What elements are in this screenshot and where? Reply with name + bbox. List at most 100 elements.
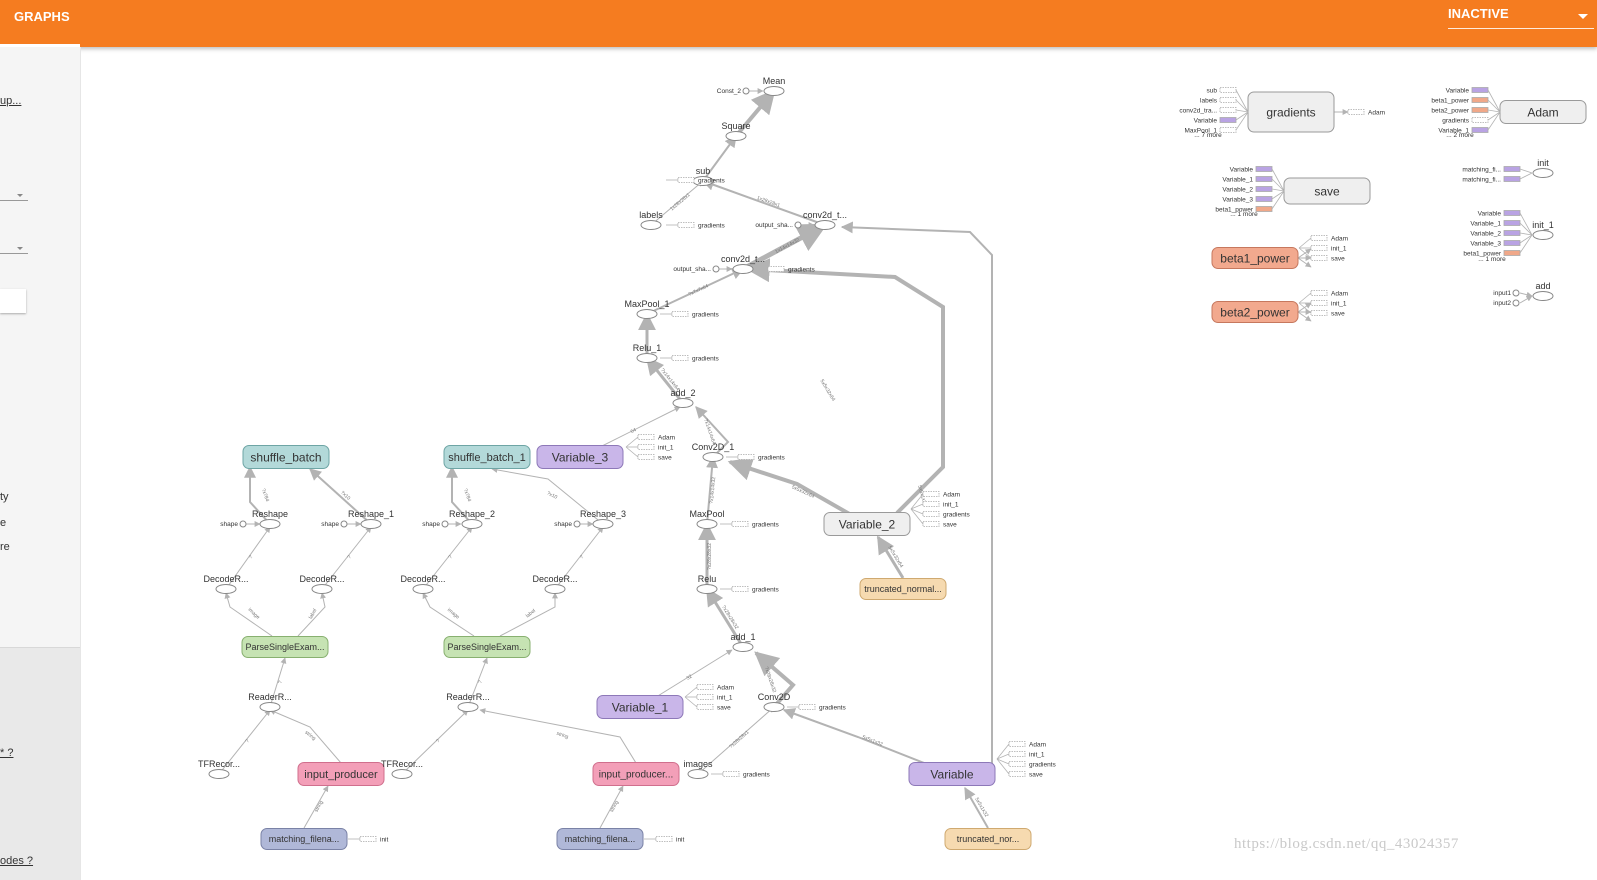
sidebar-help-link[interactable]: * ? bbox=[0, 747, 14, 759]
op-node[interactable]: Relu bbox=[696, 574, 718, 594]
sidebar-upload-link[interactable]: up... bbox=[0, 95, 22, 107]
op-ellipse[interactable] bbox=[461, 519, 483, 529]
matching_filenames_1-node[interactable]: matching_filena... bbox=[556, 828, 644, 850]
op-ellipse[interactable] bbox=[259, 519, 281, 529]
node-box[interactable] bbox=[823, 512, 911, 536]
const-circle[interactable] bbox=[712, 265, 720, 273]
variable_2-node[interactable]: Variable_2 bbox=[823, 512, 911, 536]
const-node[interactable]: Const_2 bbox=[717, 87, 750, 95]
op-node[interactable]: MaxPool bbox=[689, 509, 725, 529]
op-node[interactable]: init bbox=[1532, 158, 1554, 178]
sidebar-button[interactable] bbox=[0, 289, 26, 313]
op-node[interactable]: Reshape bbox=[252, 509, 288, 529]
node-box[interactable] bbox=[944, 828, 1032, 850]
op-ellipse[interactable] bbox=[592, 519, 614, 529]
node-box[interactable] bbox=[556, 828, 644, 850]
const-node[interactable]: shape bbox=[321, 520, 348, 528]
op-ellipse[interactable] bbox=[763, 86, 785, 96]
op-ellipse[interactable] bbox=[360, 519, 382, 529]
op-node[interactable]: add_1 bbox=[730, 632, 756, 652]
input_producer-node[interactable]: input_producer bbox=[297, 762, 385, 786]
const-node[interactable]: shape bbox=[422, 520, 449, 528]
op-ellipse[interactable] bbox=[544, 584, 566, 594]
op-node[interactable]: DecodeR... bbox=[400, 574, 446, 594]
op-node[interactable]: Square bbox=[721, 121, 751, 141]
sidebar-tag-dropdown[interactable] bbox=[0, 253, 28, 254]
input_producer_1-node[interactable]: input_producer... bbox=[592, 762, 680, 786]
const-circle[interactable] bbox=[1512, 299, 1520, 307]
op-ellipse[interactable] bbox=[640, 220, 662, 230]
op-node[interactable]: TFRecor... bbox=[198, 759, 240, 779]
op-node[interactable]: labels bbox=[639, 210, 663, 230]
matching_filenames-node[interactable]: matching_filena... bbox=[260, 828, 348, 850]
sidebar-run-dropdown[interactable] bbox=[0, 200, 28, 201]
op-ellipse[interactable] bbox=[391, 769, 413, 779]
parse_single_example-node[interactable]: ParseSingleExam... bbox=[241, 636, 329, 658]
op-node[interactable]: Mean bbox=[763, 76, 786, 96]
const-circle[interactable] bbox=[573, 520, 581, 528]
const-node[interactable]: shape bbox=[220, 520, 247, 528]
const-circle[interactable] bbox=[742, 87, 750, 95]
node-box[interactable] bbox=[242, 445, 330, 469]
const-circle[interactable] bbox=[239, 520, 247, 528]
tab-graphs[interactable]: GRAPHS bbox=[0, 0, 80, 47]
const-node[interactable]: output_sha... bbox=[755, 221, 802, 229]
op-ellipse[interactable] bbox=[696, 584, 718, 594]
op-node[interactable]: add_2 bbox=[670, 388, 696, 408]
op-node[interactable]: add bbox=[1532, 281, 1554, 301]
op-ellipse[interactable] bbox=[702, 452, 724, 462]
op-ellipse[interactable] bbox=[763, 702, 785, 712]
shuffle_batch_1-node[interactable]: shuffle_batch_1 bbox=[443, 445, 531, 469]
node-box[interactable] bbox=[908, 762, 996, 786]
op-ellipse[interactable] bbox=[732, 264, 754, 274]
op-node[interactable]: Conv2D_1 bbox=[692, 442, 735, 462]
beta2_power-node[interactable]: beta2_power bbox=[1211, 301, 1299, 323]
const-node[interactable]: input2 bbox=[1493, 299, 1520, 307]
const-node[interactable]: shape bbox=[554, 520, 581, 528]
op-ellipse[interactable] bbox=[215, 584, 237, 594]
variable-node[interactable]: Variable bbox=[908, 762, 996, 786]
const-node[interactable]: input1 bbox=[1493, 289, 1520, 297]
op-node[interactable]: Reshape_2 bbox=[449, 509, 495, 529]
op-node[interactable]: Reshape_3 bbox=[580, 509, 626, 529]
node-box[interactable] bbox=[1211, 247, 1299, 269]
truncated_nor-node[interactable]: truncated_nor... bbox=[944, 828, 1032, 850]
run-select-dropdown[interactable]: INACTIVE bbox=[1448, 6, 1594, 29]
op-ellipse[interactable] bbox=[1532, 291, 1554, 301]
op-ellipse[interactable] bbox=[636, 353, 658, 363]
op-node[interactable]: DecodeR... bbox=[203, 574, 249, 594]
op-node[interactable]: images bbox=[683, 759, 713, 779]
op-ellipse[interactable] bbox=[687, 769, 709, 779]
truncated_normal-node[interactable]: truncated_normal... bbox=[859, 578, 947, 600]
const-node[interactable]: output_sha... bbox=[673, 265, 720, 273]
op-node[interactable]: conv2d_t... bbox=[803, 210, 847, 230]
const-circle[interactable] bbox=[1512, 289, 1520, 297]
const-circle[interactable] bbox=[794, 221, 802, 229]
node-box[interactable] bbox=[260, 828, 348, 850]
op-node[interactable]: ReaderR... bbox=[248, 692, 292, 712]
parse_single_example_1-node[interactable]: ParseSingleExam... bbox=[443, 636, 531, 658]
variable_1-node[interactable]: Variable_1 bbox=[596, 695, 684, 719]
op-node[interactable]: TFRecor... bbox=[381, 759, 423, 779]
op-ellipse[interactable] bbox=[636, 309, 658, 319]
node-box[interactable] bbox=[536, 445, 624, 469]
op-ellipse[interactable] bbox=[732, 642, 754, 652]
op-node[interactable]: Reshape_1 bbox=[348, 509, 394, 529]
op-ellipse[interactable] bbox=[1532, 230, 1554, 240]
op-node[interactable]: Relu_1 bbox=[633, 343, 662, 363]
gradients-node[interactable]: gradients bbox=[1247, 91, 1335, 133]
variable_3-node[interactable]: Variable_3 bbox=[536, 445, 624, 469]
node-box[interactable] bbox=[592, 762, 680, 786]
op-node[interactable]: ReaderR... bbox=[446, 692, 490, 712]
const-circle[interactable] bbox=[441, 520, 449, 528]
op-ellipse[interactable] bbox=[311, 584, 333, 594]
op-node[interactable]: MaxPool_1 bbox=[624, 299, 670, 319]
node-box[interactable] bbox=[859, 578, 947, 600]
sidebar-nodes-help-link[interactable]: odes ? bbox=[0, 855, 34, 867]
op-node[interactable]: DecodeR... bbox=[299, 574, 345, 594]
node-box[interactable] bbox=[443, 636, 531, 658]
op-ellipse[interactable] bbox=[412, 584, 434, 594]
save-node[interactable]: save bbox=[1283, 177, 1371, 205]
node-box[interactable] bbox=[443, 445, 531, 469]
op-ellipse[interactable] bbox=[1532, 168, 1554, 178]
